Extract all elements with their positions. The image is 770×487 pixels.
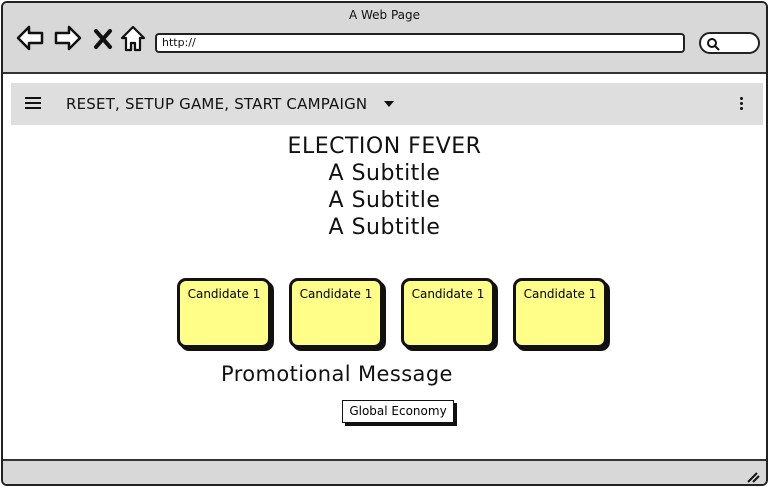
search-field[interactable]	[699, 32, 760, 54]
status-bar	[3, 459, 766, 484]
arrow-left-icon[interactable]	[15, 23, 45, 53]
promotional-message: Promotional Message	[221, 362, 453, 386]
window-title: A Web Page	[348, 8, 421, 22]
search-icon	[707, 38, 720, 51]
candidate-card-1[interactable]: Candidate 1	[177, 278, 271, 348]
page-title: ELECTION FEVER	[287, 134, 482, 159]
home-icon[interactable]	[119, 23, 147, 53]
caret-down-icon[interactable]	[384, 101, 394, 107]
browser-toolbar: A Web Page http://	[3, 3, 766, 74]
subtitle-3: A Subtitle	[328, 215, 441, 240]
candidate-card-4[interactable]: Candidate 1	[513, 278, 607, 348]
resize-grip-icon[interactable]	[746, 468, 760, 483]
hamburger-icon[interactable]	[25, 97, 41, 111]
close-icon[interactable]	[91, 23, 115, 53]
kebab-icon[interactable]	[740, 97, 744, 111]
menu-title[interactable]: RESET, SETUP GAME, START CAMPAIGN	[66, 95, 368, 113]
app-menubar: RESET, SETUP GAME, START CAMPAIGN	[11, 83, 763, 125]
candidate-card-2[interactable]: Candidate 1	[289, 278, 383, 348]
subtitle-1: A Subtitle	[328, 161, 441, 186]
subtitle-2: A Subtitle	[328, 188, 441, 213]
global-economy-button[interactable]: Global Economy	[342, 400, 454, 423]
arrow-right-icon[interactable]	[53, 23, 83, 53]
candidate-card-3[interactable]: Candidate 1	[401, 278, 495, 348]
url-input[interactable]: http://	[155, 33, 685, 53]
